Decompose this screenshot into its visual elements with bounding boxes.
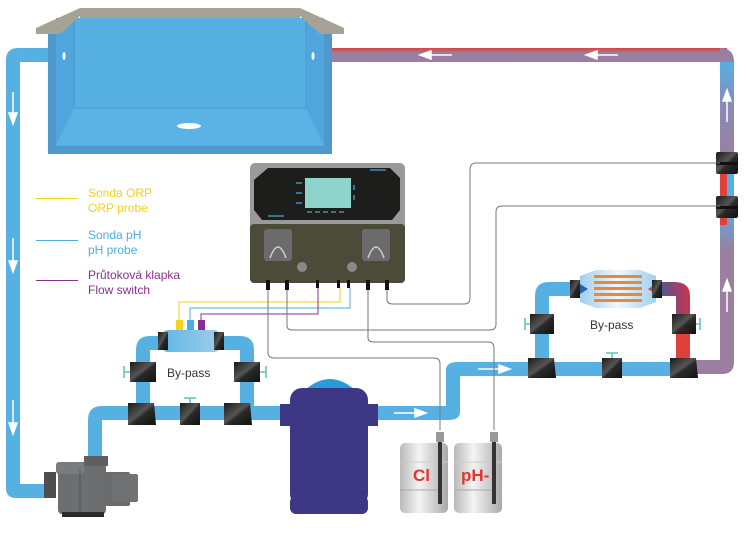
valve	[672, 314, 696, 334]
legend-ph-en: pH probe	[88, 243, 138, 257]
pump	[44, 456, 138, 517]
skimmer-icon	[62, 52, 66, 60]
tee-fitting	[528, 358, 556, 378]
bypass-right-label: By-pass	[590, 318, 634, 332]
tank-chlorine-label: Cl	[413, 466, 430, 485]
flow-arrow-up	[721, 87, 733, 312]
main-pipe	[88, 362, 690, 484]
flow-arrow-right	[394, 363, 513, 419]
probe-holder	[162, 330, 220, 352]
valve	[130, 362, 156, 382]
legend-orp-cz: Sonda ORP	[88, 186, 153, 200]
sand-filter	[280, 379, 378, 514]
valve	[234, 362, 260, 382]
dosing-tubes	[267, 162, 720, 430]
bypass-valve	[180, 403, 200, 425]
suction-pipe	[6, 48, 50, 498]
valve	[530, 314, 554, 334]
dosing-controller	[250, 163, 405, 290]
tank-chlorine	[400, 443, 448, 513]
ph-line-swatch	[36, 240, 78, 241]
legend-flow-cz: Průtoková klapka	[88, 268, 181, 282]
legend-orp-en: ORP probe	[88, 201, 148, 215]
legend-flow-en: Flow switch	[88, 283, 151, 297]
orp-line-swatch	[36, 198, 78, 199]
main-drain-icon	[177, 123, 201, 129]
tee-fitting	[224, 403, 252, 425]
bypass-valve	[602, 358, 622, 378]
tank-ph-minus-label: pH-	[461, 466, 490, 485]
left-bypass	[123, 320, 267, 425]
flow-line-swatch	[36, 280, 78, 281]
display	[305, 178, 351, 208]
flow-arrow-down	[7, 92, 19, 437]
sensor-clamp	[716, 152, 738, 218]
legend-ph-cz: Sonda pH	[88, 228, 142, 242]
flow-arrow-left	[417, 49, 618, 61]
right-bypass	[524, 270, 701, 378]
chemical-tanks	[400, 432, 502, 513]
pool	[36, 8, 344, 154]
probe-cables	[178, 288, 351, 320]
return-nozzle-icon	[311, 52, 315, 60]
tank-ph-minus	[454, 443, 502, 513]
tee-fitting	[128, 403, 156, 425]
bypass-left-label: By-pass	[167, 366, 211, 380]
tee-fitting	[670, 358, 698, 378]
